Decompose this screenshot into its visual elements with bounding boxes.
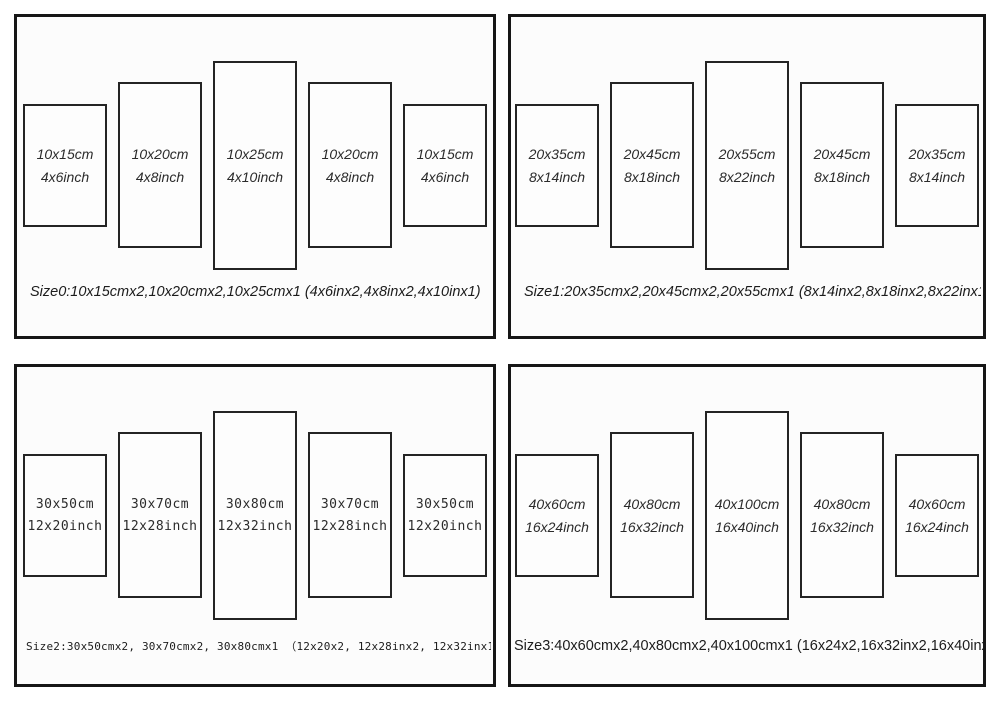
canvas-piece: 10x15cm 4x6inch bbox=[23, 103, 107, 227]
piece-cm-label: 30x80cm bbox=[225, 496, 285, 512]
canvas-piece: 10x20cm 4x8inch bbox=[308, 82, 392, 248]
piece-inch-label: 4x8inch bbox=[325, 168, 375, 185]
piece-inch-label: 4x8inch bbox=[135, 168, 185, 185]
piece-cm-label: 40x60cm bbox=[528, 495, 586, 512]
piece-cm-label: 30x50cm bbox=[35, 496, 95, 512]
piece-cm-label: 10x15cm bbox=[416, 145, 474, 162]
canvas-row: 30x50cm 12x20inch 30x70cm 12x28inch 30x8… bbox=[17, 410, 493, 620]
canvas-piece: 40x100cm 16x40inch bbox=[705, 410, 789, 620]
piece-inch-label: 8x22inch bbox=[718, 168, 776, 185]
piece-cm-label: 10x20cm bbox=[131, 145, 189, 162]
canvas-piece: 30x50cm 12x20inch bbox=[23, 453, 107, 577]
canvas-piece: 10x20cm 4x8inch bbox=[118, 82, 202, 248]
canvas-piece: 30x70cm 12x28inch bbox=[308, 432, 392, 598]
piece-inch-label: 8x18inch bbox=[813, 168, 871, 185]
piece-cm-label: 30x50cm bbox=[415, 496, 475, 512]
canvas-piece: 40x80cm 16x32inch bbox=[610, 432, 694, 598]
piece-inch-label: 16x32inch bbox=[810, 518, 874, 535]
piece-inch-label: 4x6inch bbox=[40, 168, 90, 185]
piece-inch-label: 12x28inch bbox=[122, 518, 198, 534]
piece-cm-label: 20x45cm bbox=[623, 145, 681, 162]
panel-size2: 30x50cm 12x20inch 30x70cm 12x28inch 30x8… bbox=[14, 364, 496, 687]
piece-inch-label: 4x6inch bbox=[420, 168, 470, 185]
piece-cm-label: 40x100cm bbox=[714, 495, 780, 512]
piece-inch-label: 8x14inch bbox=[528, 168, 586, 185]
piece-cm-label: 20x35cm bbox=[528, 145, 586, 162]
canvas-piece: 20x35cm 8x14inch bbox=[515, 103, 599, 227]
panel-caption-size3: Size3:40x60cmx2,40x80cmx2,40x100cmx1 (16… bbox=[514, 638, 983, 654]
piece-cm-label: 10x25cm bbox=[226, 145, 284, 162]
canvas-piece: 20x55cm 8x22inch bbox=[705, 60, 789, 270]
panel-size0: 10x15cm 4x6inch 10x20cm 4x8inch 10x25cm … bbox=[14, 14, 496, 339]
piece-inch-label: 12x20inch bbox=[407, 518, 483, 534]
canvas-piece: 40x60cm 16x24inch bbox=[895, 453, 979, 577]
canvas-piece: 40x60cm 16x24inch bbox=[515, 453, 599, 577]
canvas-piece: 10x25cm 4x10inch bbox=[213, 60, 297, 270]
panel-caption-size0: Size0:10x15cmx2,10x20cmx2,10x25cmx1 (4x6… bbox=[30, 284, 481, 300]
piece-cm-label: 40x80cm bbox=[813, 495, 871, 512]
piece-inch-label: 8x14inch bbox=[908, 168, 966, 185]
piece-inch-label: 4x10inch bbox=[226, 168, 284, 185]
canvas-row: 20x35cm 8x14inch 20x45cm 8x18inch 20x55c… bbox=[511, 60, 983, 270]
piece-cm-label: 40x80cm bbox=[623, 495, 681, 512]
piece-inch-label: 12x28inch bbox=[312, 518, 388, 534]
piece-inch-label: 16x32inch bbox=[620, 518, 684, 535]
canvas-piece: 20x45cm 8x18inch bbox=[610, 82, 694, 248]
panel-size3: 40x60cm 16x24inch 40x80cm 16x32inch 40x1… bbox=[508, 364, 986, 687]
panel-caption-size1: Size1:20x35cmx2,20x45cmx2,20x55cmx1 (8x1… bbox=[524, 284, 981, 300]
piece-cm-label: 10x15cm bbox=[36, 145, 94, 162]
piece-inch-label: 12x20inch bbox=[27, 518, 103, 534]
panel-caption-size2: Size2:30x50cmx2, 30x70cmx2, 30x80cmx1 （1… bbox=[26, 640, 491, 653]
piece-inch-label: 12x32inch bbox=[217, 518, 293, 534]
piece-inch-label: 16x40inch bbox=[715, 518, 779, 535]
canvas-piece: 30x70cm 12x28inch bbox=[118, 432, 202, 598]
piece-cm-label: 20x35cm bbox=[908, 145, 966, 162]
canvas-piece: 40x80cm 16x32inch bbox=[800, 432, 884, 598]
canvas-piece: 20x35cm 8x14inch bbox=[895, 103, 979, 227]
piece-inch-label: 16x24inch bbox=[525, 518, 589, 535]
canvas-row: 40x60cm 16x24inch 40x80cm 16x32inch 40x1… bbox=[511, 410, 983, 620]
piece-cm-label: 20x55cm bbox=[718, 145, 776, 162]
canvas-piece: 20x45cm 8x18inch bbox=[800, 82, 884, 248]
piece-inch-label: 8x18inch bbox=[623, 168, 681, 185]
canvas-piece: 30x80cm 12x32inch bbox=[213, 410, 297, 620]
piece-cm-label: 40x60cm bbox=[908, 495, 966, 512]
piece-cm-label: 10x20cm bbox=[321, 145, 379, 162]
canvas-piece: 30x50cm 12x20inch bbox=[403, 453, 487, 577]
canvas-row: 10x15cm 4x6inch 10x20cm 4x8inch 10x25cm … bbox=[17, 60, 493, 270]
piece-cm-label: 30x70cm bbox=[130, 496, 190, 512]
piece-inch-label: 16x24inch bbox=[905, 518, 969, 535]
piece-cm-label: 30x70cm bbox=[320, 496, 380, 512]
panel-size1: 20x35cm 8x14inch 20x45cm 8x18inch 20x55c… bbox=[508, 14, 986, 339]
canvas-piece: 10x15cm 4x6inch bbox=[403, 103, 487, 227]
piece-cm-label: 20x45cm bbox=[813, 145, 871, 162]
